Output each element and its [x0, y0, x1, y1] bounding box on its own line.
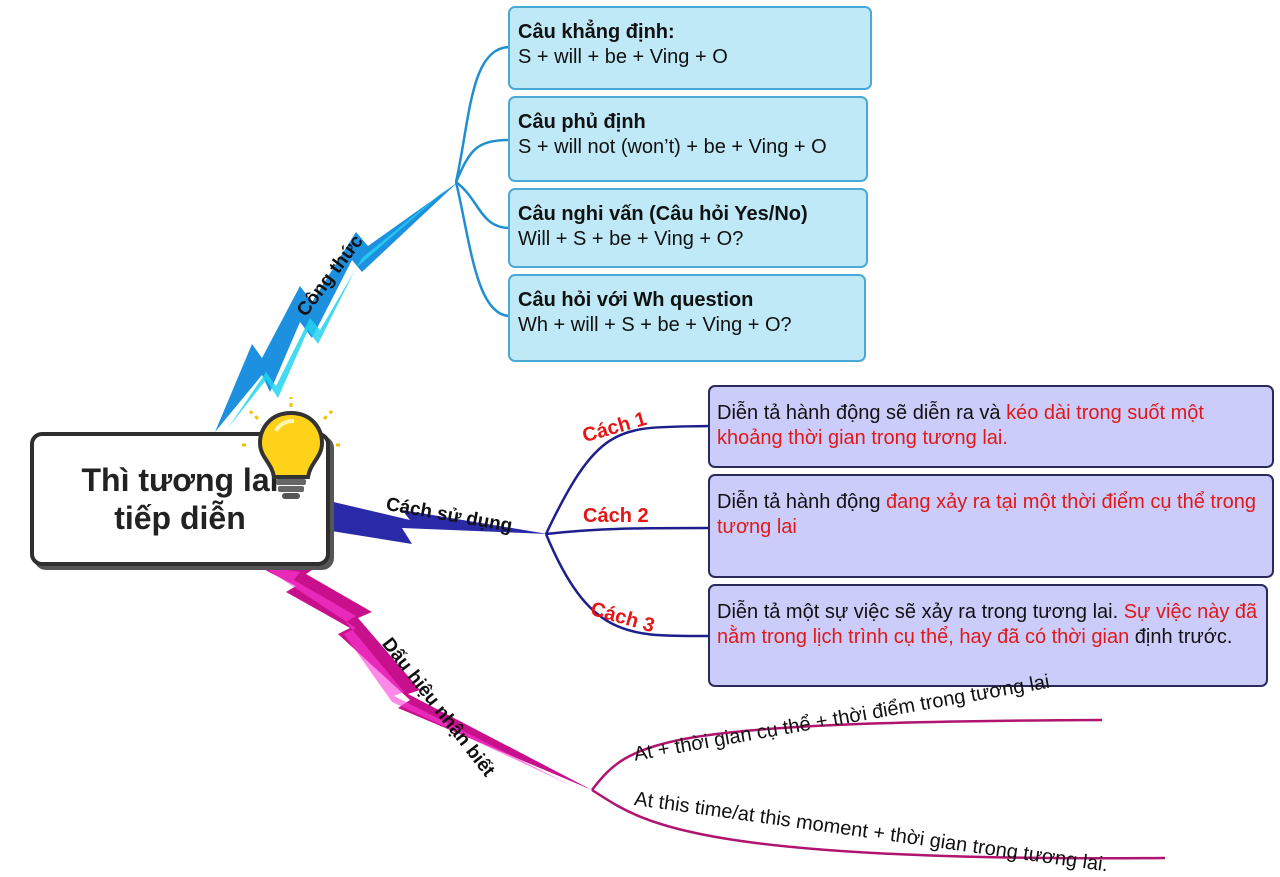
formula-heading: Câu nghi vấn (Câu hỏi Yes/No) — [518, 203, 808, 225]
usage-box-2: Diễn tả hành động đang xảy ra tại một th… — [708, 474, 1274, 578]
formula-text: S + will not (won’t) + be + Ving + O — [518, 136, 827, 158]
usage-branch-shape — [325, 500, 548, 544]
formula-box-wh: Câu hỏi với Wh question Wh + will + S + … — [508, 274, 866, 362]
formula-box-question: Câu nghi vấn (Câu hỏi Yes/No) Will + S +… — [508, 188, 868, 268]
central-title-line1: Thì tương lai — [81, 462, 279, 498]
central-title-line2: tiếp diễn — [114, 500, 246, 536]
usage-tail: định trước. — [1129, 626, 1233, 648]
usage-highlight: đang xảy ra tại một thời điểm cụ thể tro… — [717, 491, 1257, 538]
usage-label-2: Cách 2 — [583, 505, 649, 527]
formula-text: Will + S + be + Ving + O? — [518, 228, 744, 250]
usage-text: Diễn tả một sự việc sẽ xảy ra trong tươn… — [717, 601, 1124, 623]
formula-branch-shape — [215, 182, 458, 432]
usage-box-1: Diễn tả hành động sẽ diễn ra và kéo dài … — [708, 385, 1274, 468]
formula-box-affirmative: Câu khẳng định: S + will + be + Ving + O — [508, 6, 872, 90]
usage-highlight: Sự việc này đã nằm trong lịch trình cụ t… — [717, 601, 1258, 648]
signs-branch-shape — [250, 562, 592, 790]
formula-branch-highlight — [228, 186, 450, 428]
usage-text: Diễn tả hành động — [717, 491, 887, 513]
usage-highlight: kéo dài trong suốt một khoảng thời gian … — [717, 402, 1204, 449]
formula-box-negative: Câu phủ định S + will not (won’t) + be +… — [508, 96, 868, 182]
formula-heading: Câu khẳng định: — [518, 21, 675, 43]
lightbulb-icon — [238, 397, 344, 499]
formula-text: S + will + be + Ving + O — [518, 46, 728, 68]
formula-heading: Câu phủ định — [518, 111, 646, 133]
usage-box-3: Diễn tả một sự việc sẽ xảy ra trong tươn… — [708, 584, 1268, 687]
formula-text: Wh + will + S + be + Ving + O? — [518, 314, 792, 336]
usage-text: Diễn tả hành động sẽ diễn ra và — [717, 402, 1007, 424]
formula-heading: Câu hỏi với Wh question — [518, 289, 754, 311]
